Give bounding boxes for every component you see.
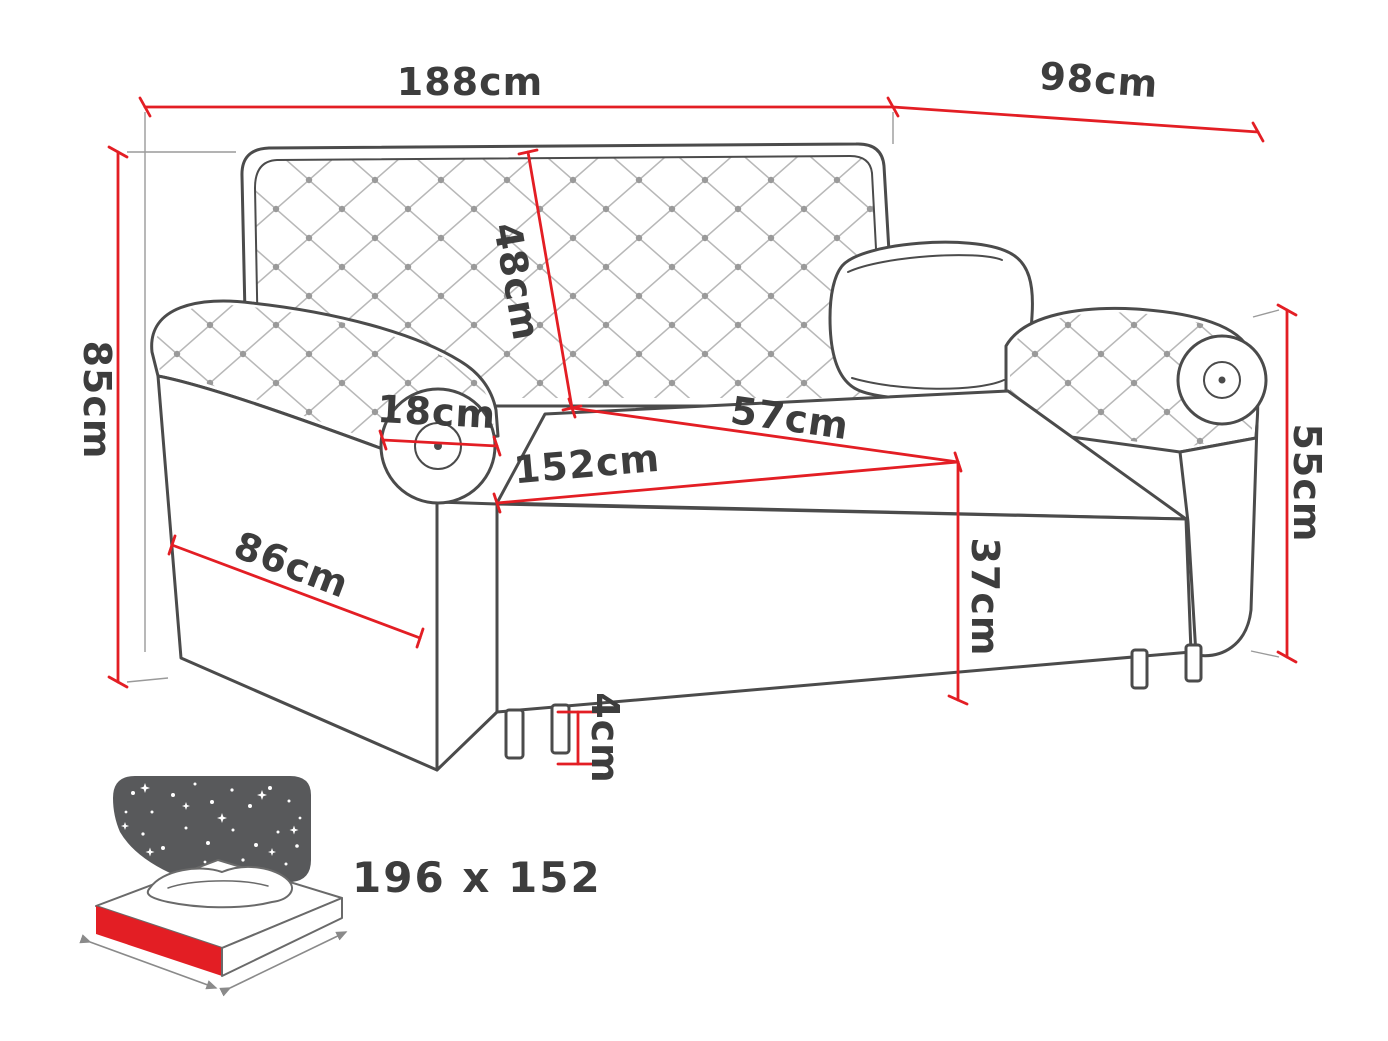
backrest-inner-border (254, 155, 885, 401)
base-front-panel (495, 502, 1193, 714)
extension-lines (126, 112, 1280, 683)
sofa-right-arm (1004, 306, 1268, 658)
pillow-outline (828, 240, 1034, 402)
blanket-stars (121, 782, 302, 866)
pillow-fold (851, 377, 1005, 390)
sleeping-area-size-label: 196 x 152 (352, 853, 602, 902)
right-arm-side (1178, 422, 1259, 658)
bed-sleeping-area-icon: 196 x 152 (79, 776, 602, 997)
sofa-pillow (828, 240, 1034, 402)
right-arm-scroll-button (1218, 376, 1226, 384)
sofa-illustration (150, 142, 1268, 772)
dimension-label-arm-height: 55cm (1285, 423, 1329, 542)
dimension-leg-height: 4cm (556, 692, 627, 784)
width-arrow (219, 931, 348, 997)
right-arm-scroll-inner (1203, 361, 1241, 399)
sofa-leg (504, 708, 525, 760)
sofa-leg (1130, 648, 1149, 690)
dimension-base-height: 37cm (947, 460, 1007, 706)
dimension-depth: 98cm (891, 54, 1265, 143)
length-arrow (79, 934, 218, 990)
dimension-arm-height: 55cm (1276, 303, 1329, 664)
sofa-leg (550, 703, 571, 755)
sofa-base (495, 502, 1193, 714)
dimension-armrest-width: 18cm (376, 387, 502, 457)
pillow-fold (847, 254, 1003, 273)
left-arm-front-band (435, 500, 499, 772)
duvet-on-mattress (146, 865, 293, 909)
dimension-label-height: 85cm (75, 340, 119, 459)
sofa-left-arm (150, 299, 500, 772)
duvet-fold (167, 880, 269, 889)
blanket-shape (113, 776, 311, 886)
sofa-legs (504, 643, 1203, 760)
dimension-height: 85cm (75, 145, 129, 689)
dimension-label-leg-height: 4cm (583, 692, 627, 784)
left-arm-scroll-inner (414, 422, 462, 470)
dimension-label-width: 188cm (397, 60, 543, 104)
dimension-label-base-height: 37cm (963, 537, 1007, 656)
dimension-label-armrest-width: 18cm (376, 387, 497, 437)
sofa-leg (1184, 643, 1203, 683)
dimension-width: 188cm (138, 60, 900, 118)
dimension-label-depth: 98cm (1038, 54, 1160, 106)
